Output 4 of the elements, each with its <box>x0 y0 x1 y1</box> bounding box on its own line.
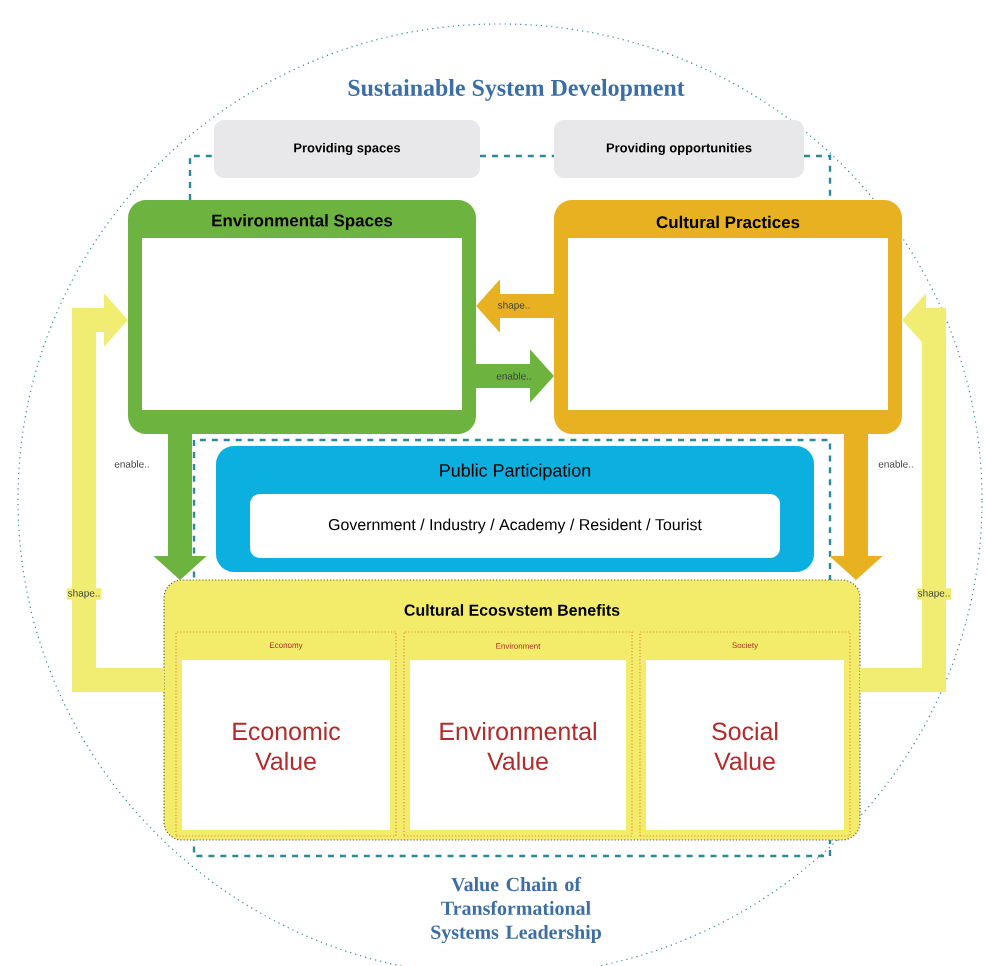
category-box: Cultural Practices <box>554 200 902 434</box>
title: Sustainable System Development <box>348 79 685 101</box>
category-box: Environmental Spaces <box>128 200 476 434</box>
caption-text: Value Chain of Transformational Systems Leadership <box>431 876 601 944</box>
